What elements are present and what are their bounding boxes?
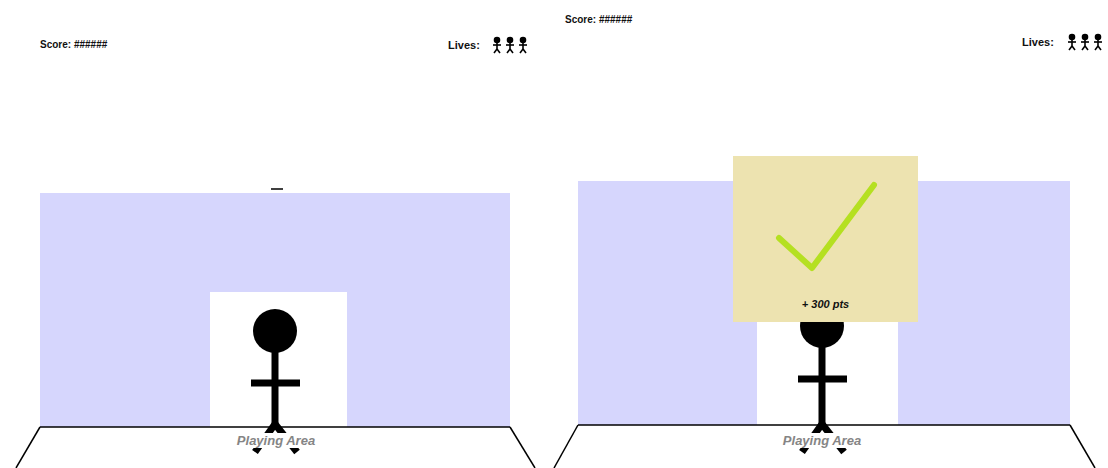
score-popup: + 300 pts [733, 156, 918, 322]
life-icons [1068, 35, 1102, 51]
player-figure [798, 304, 847, 452]
player-figure [251, 309, 300, 452]
life-icons [493, 38, 527, 54]
lives-label: Lives: [448, 39, 480, 51]
score-label: Score: ###### [565, 14, 632, 25]
area-label: Playing Area [235, 433, 317, 448]
cursor-mark [271, 188, 283, 190]
points-text: + 300 pts [802, 298, 849, 310]
wall-gap [210, 292, 347, 427]
area-label: Playing Area [781, 433, 863, 448]
lives-label: Lives: [1022, 36, 1054, 48]
floor-lines [16, 427, 535, 468]
back-wall [40, 193, 510, 427]
score-label: Score: ###### [40, 39, 107, 50]
checkmark [779, 185, 874, 268]
floor-lines [554, 425, 1095, 468]
